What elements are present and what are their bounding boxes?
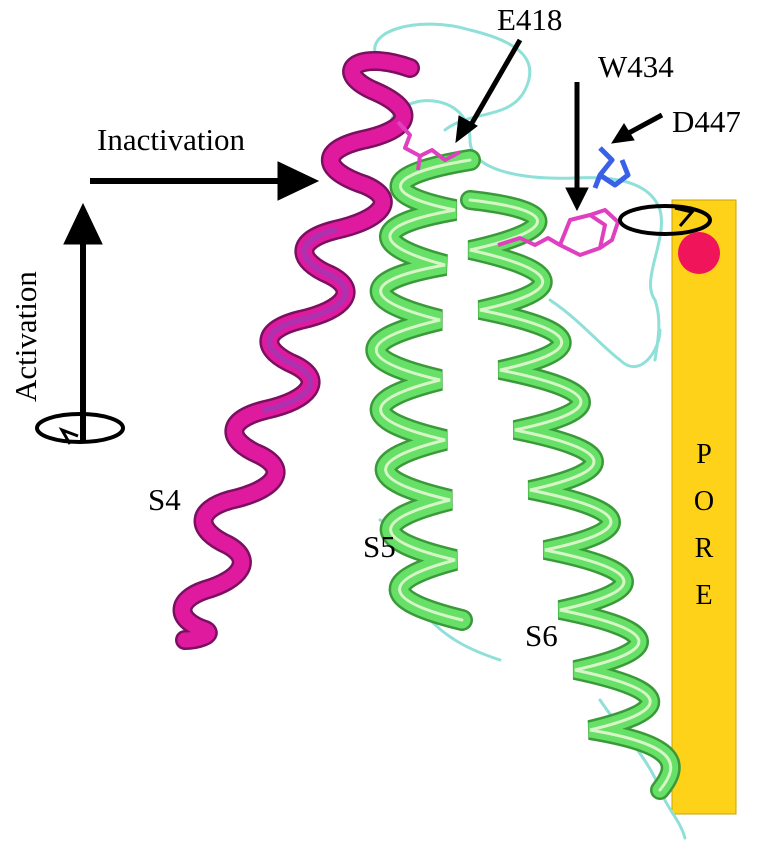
d447-residue xyxy=(592,146,631,189)
inactivation-label: Inactivation xyxy=(97,122,246,157)
pore-letter-o: O xyxy=(694,486,714,517)
e418-pointer-arrow xyxy=(465,38,523,132)
s6-label: S6 xyxy=(525,618,558,653)
s6-helix xyxy=(460,190,681,800)
w434-label: W434 xyxy=(598,49,674,84)
pore-site-marker xyxy=(678,232,720,274)
w434-residue xyxy=(497,208,620,257)
e418-label: E418 xyxy=(497,2,562,37)
pore-letter-p: P xyxy=(696,439,712,470)
inactivation-arrowhead xyxy=(277,161,320,201)
s4-helix xyxy=(172,51,420,650)
arrows xyxy=(63,38,664,440)
d447-label: D447 xyxy=(672,104,741,139)
w434-pointer-arrowhead xyxy=(565,187,589,212)
e418-residue xyxy=(396,120,461,171)
s5-helix xyxy=(365,149,481,631)
d447-pointer-arrowhead xyxy=(611,123,635,144)
activation-arrowhead xyxy=(63,202,103,245)
activation-label: Activation xyxy=(8,271,43,402)
s4-label: S4 xyxy=(148,482,181,517)
d447-pointer-arrow xyxy=(623,112,664,138)
pore-bar xyxy=(671,199,737,815)
s5-label: S5 xyxy=(363,529,396,564)
pore-letter-e: E xyxy=(695,580,712,611)
pore: P O R E xyxy=(671,199,737,815)
pore-letter-r: R xyxy=(695,533,714,564)
e418-pointer-arrowhead xyxy=(455,115,478,144)
pore-rotation-ellipse xyxy=(618,204,712,236)
